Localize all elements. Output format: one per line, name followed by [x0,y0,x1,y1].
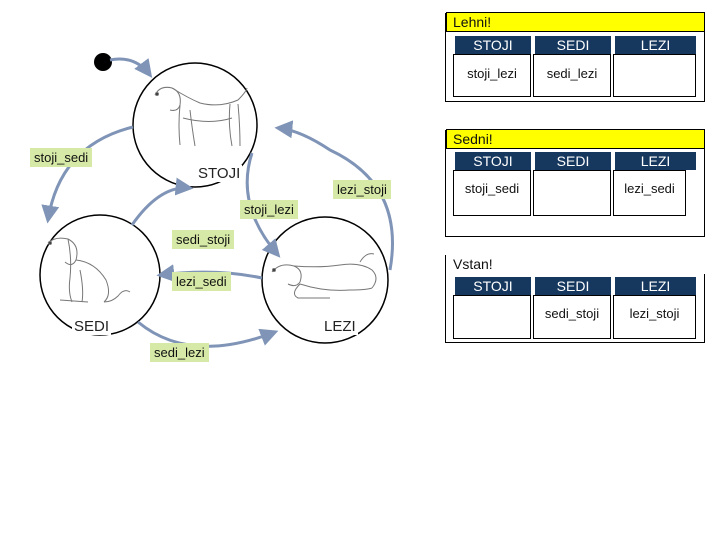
table-lehni-header-sedi: SEDI [535,36,611,54]
table-vstan-header-lezi: LEZI [615,277,696,295]
state-label-sedi: SEDI [72,318,112,335]
table-lehni-cell-sedi: sedi_lezi [533,54,611,97]
table-vstan-header-stoji: STOJI [455,277,531,295]
table-vstan-cell-stoji [453,295,531,339]
state-circle-lezi [261,216,389,344]
state-label-stoji: STOJI [196,165,243,182]
table-vstan-title: Vstan! [446,254,705,274]
state-circle-sedi [39,214,161,336]
state-circle-stoji [132,62,258,188]
initial-transition-arrow [109,57,153,78]
table-sedni-cell-lezi: lezi_sedi [613,170,686,216]
transition-label-stoji-lezi: stoji_lezi [240,200,298,219]
arrow-sedi-to-stoji [130,177,194,226]
dog-standing-icon [154,86,248,147]
table-sedni-header-sedi: SEDI [535,152,611,170]
table-vstan-cell-lezi: lezi_stoji [613,295,696,339]
dog-sitting-icon [47,237,131,303]
table-sedni-header-stoji: STOJI [455,152,531,170]
arrow-lezi-to-stoji [274,120,394,271]
arrow-stoji-to-sedi [41,125,134,224]
transition-label-lezi-sedi: lezi_sedi [172,272,231,291]
table-sedni-cell-sedi [533,170,611,216]
table-lehni-cell-stoji: stoji_lezi [453,54,531,97]
transition-label-sedi-stoji: sedi_stoji [172,230,235,249]
transition-label-sedi-lezi: sedi_lezi [150,343,209,362]
table-lehni-cell-lezi [613,54,696,97]
initial-state-dot [94,53,112,71]
table-sedni-cell-stoji: stoji_sedi [453,170,531,216]
table-sedni-title: Sedni! [446,129,705,149]
table-lehni-header-stoji: STOJI [455,36,531,54]
table-vstan-cell-sedi: sedi_stoji [533,295,611,339]
transition-label-lezi-stoji: lezi_stoji [333,180,391,199]
dog-lying-icon [271,253,377,299]
table-sedni-header-lezi: LEZI [615,152,696,170]
table-lehni-title: Lehni! [446,12,705,32]
table-vstan-header-sedi: SEDI [535,277,611,295]
table-lehni-header-lezi: LEZI [615,36,696,54]
transition-label-stoji-sedi: stoji_sedi [30,148,93,167]
state-label-lezi: LEZI [322,318,358,335]
